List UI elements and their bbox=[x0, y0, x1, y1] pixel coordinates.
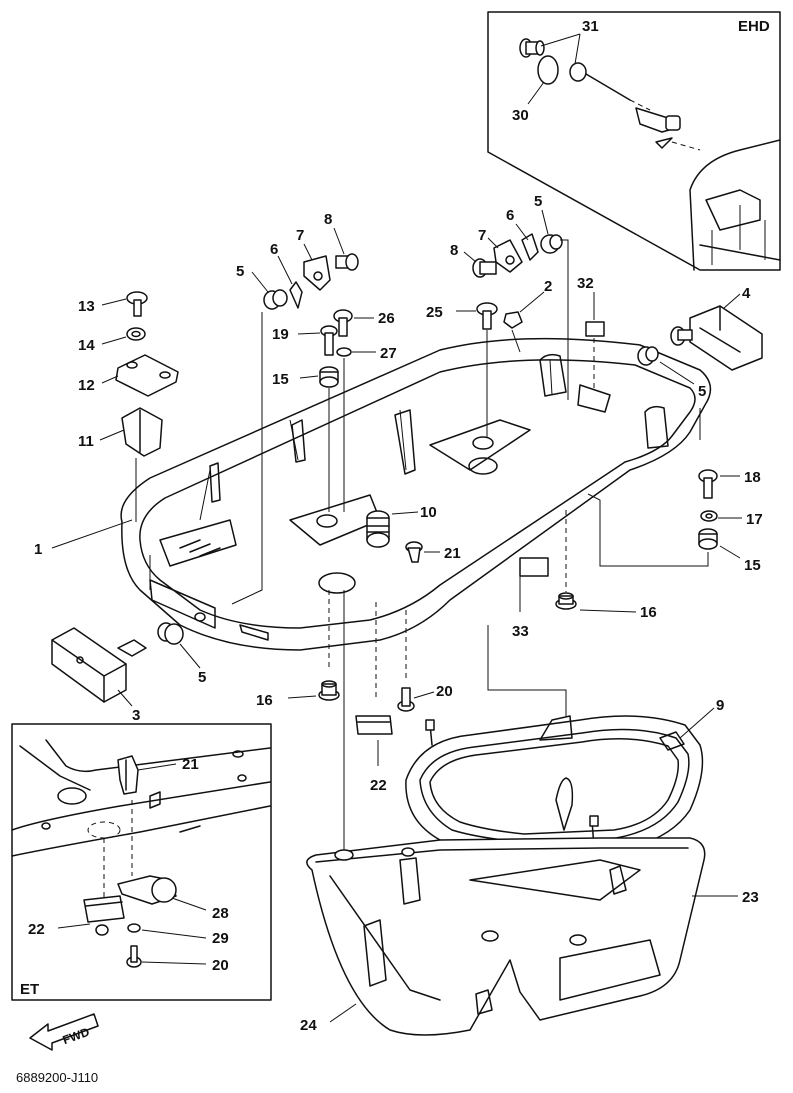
callout-19: 19 bbox=[272, 326, 289, 343]
callout-5-right: 5 bbox=[698, 383, 706, 400]
washer-17-part: 17 bbox=[700, 510, 763, 528]
callout-21-main: 21 bbox=[444, 545, 461, 562]
grommet-15-right-part: 15 bbox=[698, 528, 761, 574]
callout-14: 14 bbox=[78, 337, 95, 354]
grommet-16-right-part: 16 bbox=[555, 592, 657, 621]
et-inset: ET 21 28 22 bbox=[11, 723, 272, 1001]
washer-29-part: 29 bbox=[127, 923, 229, 947]
bolt-8-left-part: 8 bbox=[324, 211, 359, 271]
callout-4: 4 bbox=[742, 285, 751, 302]
callout-12: 12 bbox=[78, 377, 95, 394]
grommet-5-right-side-part: 5 bbox=[637, 346, 706, 400]
callout-22-center: 22 bbox=[370, 777, 387, 794]
bolt-13-part: 13 bbox=[78, 291, 148, 317]
callout-16-right: 16 bbox=[640, 604, 657, 621]
bracket-28-part: 28 bbox=[117, 875, 229, 922]
callout-2: 2 bbox=[544, 278, 552, 295]
callout-26: 26 bbox=[378, 310, 395, 327]
plate-7-right-part: 7 bbox=[478, 227, 523, 273]
bolt-8-right-part: 8 bbox=[450, 242, 497, 278]
bolt-19-part: 19 bbox=[272, 325, 338, 356]
callout-17: 17 bbox=[746, 511, 763, 528]
bolt-20-et-part: 20 bbox=[126, 945, 229, 974]
callout-5-upper-right: 5 bbox=[534, 193, 542, 210]
callout-30: 30 bbox=[512, 107, 529, 124]
callout-31: 31 bbox=[582, 18, 599, 35]
ehd-inset-title: EHD bbox=[738, 18, 770, 35]
callout-16-center: 16 bbox=[256, 692, 273, 709]
lower-case-part-23: 23 bbox=[306, 837, 759, 1036]
callout-6-left: 6 bbox=[270, 241, 278, 258]
callout-29: 29 bbox=[212, 930, 229, 947]
grommet-5-lower-part: 5 bbox=[157, 622, 206, 686]
callout-11: 11 bbox=[78, 433, 94, 450]
callout-6-right: 6 bbox=[506, 207, 514, 224]
bolt-26-part: 26 bbox=[333, 309, 395, 337]
grommet-22-center-part: 22 bbox=[355, 715, 393, 794]
callout-24-group: 24 bbox=[300, 1003, 357, 1034]
grommet-15-left-part: 15 bbox=[272, 366, 339, 388]
callout-15-right: 15 bbox=[744, 557, 761, 574]
grommet-16-center-part: 16 bbox=[256, 680, 340, 709]
callout-1-group: 1 bbox=[34, 519, 133, 558]
clip-21-et-part: 21 bbox=[117, 755, 199, 795]
et-inset-title: ET bbox=[20, 981, 39, 998]
bolt-20-center-part: 20 bbox=[397, 683, 453, 712]
handle-4-part: 4 bbox=[670, 285, 763, 371]
callout-15-left: 15 bbox=[272, 371, 289, 388]
bottom-cowling-part-1 bbox=[120, 337, 712, 651]
bolt-18-part: 18 bbox=[698, 469, 761, 499]
callout-7-right: 7 bbox=[478, 227, 486, 244]
callout-3: 3 bbox=[132, 707, 140, 724]
callout-20-et: 20 bbox=[212, 957, 229, 974]
drawing-code: 6889200-J110 bbox=[16, 1070, 98, 1085]
grommet-10-part: 10 bbox=[366, 504, 437, 548]
bracket-12-part: 12 bbox=[78, 354, 179, 397]
bolt-25-part: 25 bbox=[426, 302, 498, 330]
callout-24: 24 bbox=[300, 1017, 317, 1034]
grommet-5-left-part: 5 bbox=[236, 263, 288, 310]
callout-23: 23 bbox=[742, 889, 759, 906]
clip-21-part: 21 bbox=[405, 541, 461, 563]
callout-27: 27 bbox=[380, 345, 397, 362]
washer-14-part: 14 bbox=[78, 327, 146, 354]
callout-28: 28 bbox=[212, 905, 229, 922]
clip-6-right-part: 6 bbox=[506, 207, 539, 261]
nut-2-part: 2 bbox=[503, 278, 552, 329]
grommet-22-et-part: 22 bbox=[28, 895, 125, 938]
clip-6-left-part: 6 bbox=[270, 241, 303, 309]
handle-3-part: 3 bbox=[51, 627, 147, 724]
ehd-grommet-part bbox=[519, 38, 701, 151]
ehd-inset: EHD 31 30 bbox=[487, 11, 781, 271]
washer-27-part: 27 bbox=[336, 345, 397, 362]
callout-7-left: 7 bbox=[296, 227, 304, 244]
damper-11-part: 11 bbox=[78, 407, 163, 457]
callout-20-center: 20 bbox=[436, 683, 453, 700]
callout-5-upper-left: 5 bbox=[236, 263, 244, 280]
callout-25: 25 bbox=[426, 304, 443, 321]
grommet-5-right-part: 5 bbox=[534, 193, 563, 254]
seal-9-part: 9 bbox=[405, 697, 724, 856]
plate-7-left-part: 7 bbox=[296, 227, 331, 291]
callout-22-et: 22 bbox=[28, 921, 45, 938]
callout-5-lower: 5 bbox=[198, 669, 206, 686]
callout-8-left: 8 bbox=[324, 211, 332, 228]
callout-9: 9 bbox=[716, 697, 724, 714]
fwd-arrow-icon: FWD bbox=[29, 1013, 99, 1051]
label-32-part: 32 bbox=[577, 275, 605, 337]
callout-32: 32 bbox=[577, 275, 594, 292]
callout-1: 1 bbox=[34, 541, 42, 558]
callout-8-right: 8 bbox=[450, 242, 458, 259]
callout-21-et: 21 bbox=[182, 756, 199, 773]
callout-33: 33 bbox=[512, 623, 529, 640]
callout-13: 13 bbox=[78, 298, 95, 315]
callout-18: 18 bbox=[744, 469, 761, 486]
callout-10: 10 bbox=[420, 504, 437, 521]
